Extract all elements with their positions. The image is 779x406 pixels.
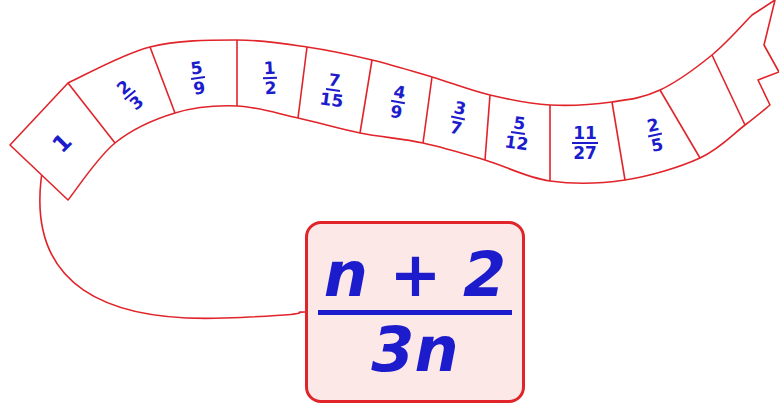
cell-value: 1 bbox=[47, 128, 77, 158]
denominator: 27 bbox=[572, 144, 598, 162]
denominator: 3n bbox=[365, 315, 464, 384]
denominator: 12 bbox=[503, 132, 531, 154]
numerator: 5 bbox=[188, 58, 205, 80]
denominator: 15 bbox=[318, 89, 346, 111]
denominator: 5 bbox=[648, 135, 665, 156]
cell-divider bbox=[360, 60, 372, 133]
denominator: 2 bbox=[263, 79, 278, 98]
denominator: 7 bbox=[447, 118, 464, 139]
cell-divider bbox=[236, 40, 238, 106]
ribbon-outline bbox=[10, 0, 779, 200]
ribbon-cell: 1127 bbox=[568, 121, 602, 165]
cell-divider bbox=[298, 47, 307, 118]
numerator: 3 bbox=[451, 98, 469, 121]
denominator: 9 bbox=[388, 102, 405, 122]
numerator: 11 bbox=[572, 124, 598, 144]
cell-divider bbox=[150, 47, 175, 113]
ribbon-cell: 59 bbox=[180, 54, 216, 102]
cell-divider bbox=[612, 102, 625, 180]
cell-divider bbox=[485, 95, 490, 160]
numerator: 7 bbox=[326, 70, 343, 92]
numerator: n + 2 bbox=[318, 240, 512, 314]
formula-box: n + 23n bbox=[305, 221, 525, 403]
numerator: 5 bbox=[511, 113, 528, 135]
ribbon-cell: 12 bbox=[254, 55, 286, 101]
ribbon-cell: 715 bbox=[313, 66, 353, 114]
cell-divider bbox=[549, 105, 551, 181]
denominator: 9 bbox=[191, 78, 207, 98]
cell-divider bbox=[660, 90, 700, 158]
numerator: 1 bbox=[262, 58, 277, 79]
cell-divider bbox=[423, 77, 432, 143]
ribbon-cell: 512 bbox=[498, 109, 538, 157]
cell-divider bbox=[712, 55, 745, 125]
denominator: 3 bbox=[125, 91, 147, 114]
cell-divider bbox=[68, 83, 115, 143]
numerator: 4 bbox=[391, 82, 408, 104]
